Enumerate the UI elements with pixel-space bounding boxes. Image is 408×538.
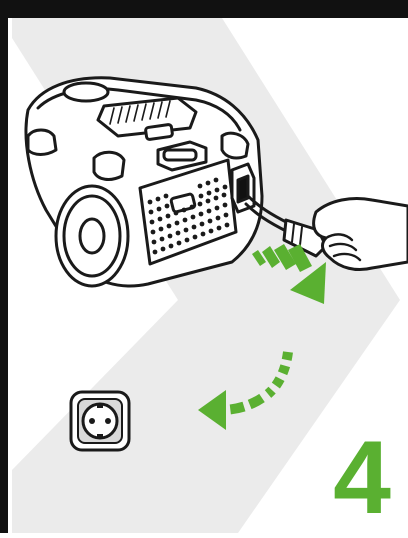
vacuum-cleaner-illustration xyxy=(26,78,262,286)
panel-left-bar xyxy=(0,0,8,533)
panel-top-bar xyxy=(0,0,408,18)
wall-socket-icon xyxy=(71,392,129,450)
step-number: 4 xyxy=(326,430,396,526)
